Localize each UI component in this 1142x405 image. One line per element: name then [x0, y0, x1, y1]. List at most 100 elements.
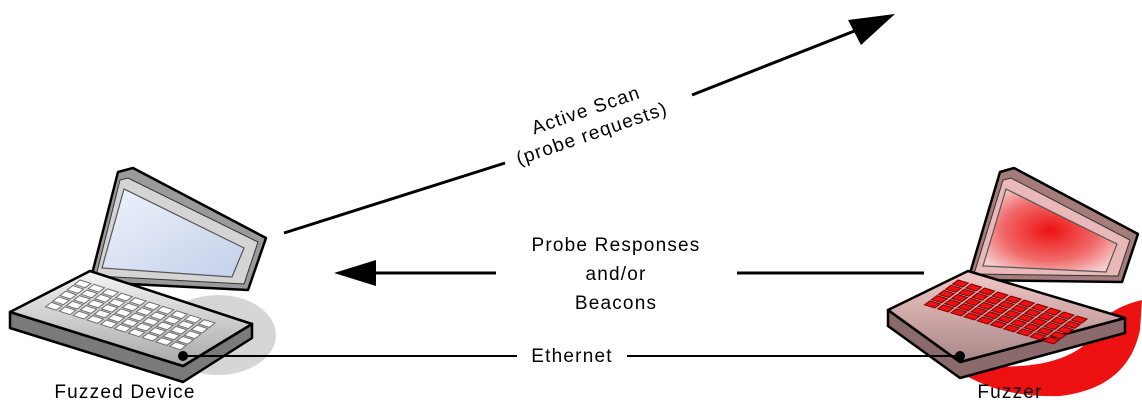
keyboard-key — [58, 290, 78, 300]
keyboard-key — [99, 319, 119, 329]
keyboard-key — [128, 297, 148, 306]
keyboard-key — [1029, 317, 1048, 327]
keyboard-key — [142, 301, 161, 311]
keyboard-key — [100, 303, 119, 313]
keyboard-key — [1056, 325, 1075, 335]
keyboard-key — [970, 307, 988, 316]
keyboard-key — [183, 314, 203, 324]
keyboard-key — [190, 324, 209, 334]
keyboard-key — [106, 313, 126, 323]
keyboard-key — [44, 301, 64, 311]
keyboard-key — [72, 295, 92, 304]
keyboard-key — [970, 292, 989, 301]
ethernet-edge: Ethernet — [183, 346, 960, 367]
keyboard-key — [930, 295, 949, 304]
keyboard-key — [977, 301, 995, 311]
keyboard-key — [1009, 319, 1028, 328]
keyboard-key — [135, 307, 154, 316]
keyboard-key — [1016, 313, 1035, 323]
keyboard-key — [121, 302, 140, 312]
keyboard-key — [168, 341, 188, 351]
arrowhead-icon — [848, 14, 895, 45]
keyboard-key — [1057, 311, 1075, 320]
probe-responses-and-or: and/or — [585, 264, 646, 285]
keyboard-key — [1017, 299, 1036, 308]
keyboard-key — [950, 293, 969, 303]
keyboard-key — [1003, 309, 1022, 319]
keyboard-key — [141, 317, 161, 326]
keyboard-key — [85, 315, 105, 324]
probe-responses-beacons: Beacons — [575, 293, 657, 314]
keyboard-key — [1050, 316, 1068, 325]
keyboard-key — [175, 335, 195, 345]
keyboard-key — [1004, 295, 1023, 304]
keyboard-key — [1063, 320, 1082, 329]
keyboard-key — [86, 299, 106, 309]
keyboard-key — [937, 289, 956, 299]
keyboard-key — [87, 283, 106, 293]
keyboard-key — [976, 316, 995, 325]
keyboard-key — [943, 299, 962, 308]
keyboard-key — [923, 300, 942, 309]
laptop-keyboard — [923, 279, 1089, 345]
keyboard-key — [154, 337, 174, 346]
keyboard-key — [127, 328, 146, 338]
keyboard-key — [983, 311, 1002, 320]
active-scan-line — [691, 26, 863, 97]
active-scan-edge: Active Scan (probe requests) — [283, 14, 895, 235]
keyboard-key — [984, 296, 1002, 305]
keyboard-key — [1002, 324, 1021, 333]
keyboard-key — [991, 291, 1009, 300]
probe-responses-label: Probe Responses — [531, 235, 700, 256]
keyboard-key — [134, 322, 154, 332]
keyboard-key — [65, 300, 85, 310]
keyboard-key — [113, 323, 133, 333]
keyboard-key — [1010, 304, 1029, 313]
keyboard-key — [951, 279, 970, 288]
fuzzer-laptop — [886, 166, 1142, 397]
keyboard-key — [1022, 323, 1041, 332]
keyboard-key — [162, 315, 182, 325]
active-scan-line — [283, 161, 506, 235]
keyboard-key — [949, 308, 968, 317]
keyboard-key — [162, 331, 181, 341]
keyboard-key — [1042, 336, 1061, 345]
keyboard-key — [944, 284, 963, 293]
keyboard-key — [148, 327, 167, 336]
keyboard-key — [169, 310, 189, 320]
keyboard-key — [169, 325, 188, 335]
laptop-screen — [982, 188, 1118, 273]
keyboard-key — [990, 305, 1009, 315]
keyboard-key — [72, 310, 91, 320]
keyboard-key — [120, 318, 140, 328]
keyboard-key — [1036, 312, 1055, 321]
keyboard-key — [1036, 327, 1054, 336]
keyboard-key — [73, 279, 92, 289]
keyboard-key — [176, 320, 196, 330]
keyboard-key — [1015, 328, 1034, 337]
keyboard-key — [936, 304, 955, 313]
keyboard-key — [127, 312, 147, 322]
laptop-screen — [101, 188, 245, 278]
keyboard-key — [66, 285, 85, 294]
laptop-shadow — [960, 300, 1142, 397]
keyboard-key — [1030, 303, 1049, 312]
keyboard-key — [79, 289, 99, 299]
keyboard-key — [141, 332, 160, 342]
keyboard-key — [996, 315, 1015, 324]
keyboard-key — [1029, 332, 1047, 341]
keyboard-key — [957, 288, 976, 297]
keyboard-key — [1070, 315, 1089, 324]
keyboard-key — [1049, 331, 1068, 340]
keyboard-key — [183, 330, 202, 340]
keyboard-key — [114, 292, 134, 302]
keyboard-key — [1023, 308, 1042, 317]
keyboard-key — [114, 308, 133, 318]
laptop-keyboard — [44, 279, 217, 351]
arrowhead-icon — [334, 260, 376, 286]
keyboard-key — [964, 283, 983, 292]
keyboard-key — [977, 287, 996, 296]
keyboard-key — [997, 300, 1016, 309]
fuzzer-label: Fuzzer — [977, 382, 1042, 403]
